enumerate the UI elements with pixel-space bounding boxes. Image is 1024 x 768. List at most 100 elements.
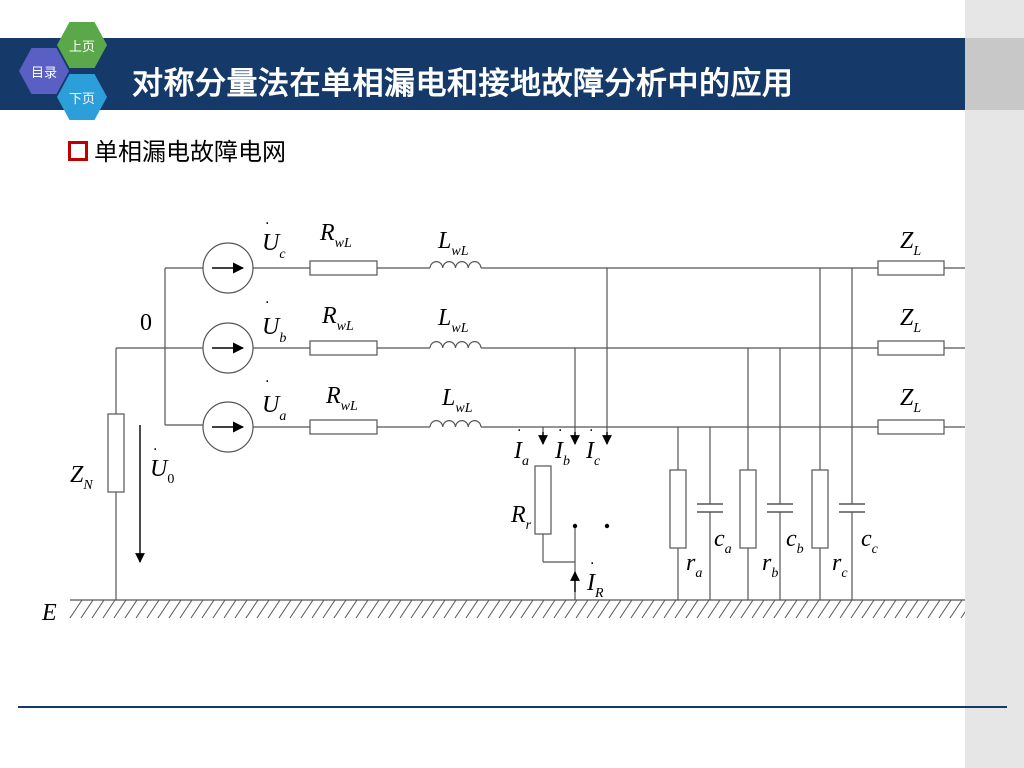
ground-hatch-mark	[399, 599, 413, 619]
ground-hatch-mark	[861, 599, 875, 619]
rwl-a-sub: wL	[341, 399, 358, 414]
ground-hatch-mark	[762, 599, 776, 619]
svg-text:RwL: RwL	[321, 303, 354, 334]
dot-mark: ·	[589, 423, 593, 439]
ra-sub: a	[695, 566, 702, 581]
ground-hatch-mark	[707, 599, 721, 619]
prev-page-button[interactable]: 上页	[57, 22, 107, 68]
ground-hatch-mark	[509, 599, 523, 619]
ground-hatch-mark	[729, 599, 743, 619]
ground-hatch-mark	[487, 599, 501, 619]
switch-contacts	[572, 523, 610, 529]
ground-hatch-mark	[355, 599, 369, 619]
zn-sub: N	[82, 478, 93, 493]
dot-mark: ·	[265, 295, 269, 311]
svg-text:Ib: Ib	[554, 438, 570, 469]
ground-hatch-mark	[256, 599, 270, 619]
ground-hatch-mark	[322, 599, 336, 619]
cc-main: c	[861, 526, 872, 552]
ground-hatch-mark	[795, 599, 809, 619]
svg-text:Ua: Ua	[262, 392, 286, 424]
next-page-button[interactable]: 下页	[57, 74, 107, 120]
svg-text:ZL: ZL	[900, 385, 921, 416]
ub-main: U	[262, 314, 281, 340]
ground-hatch-mark	[872, 599, 886, 619]
ground-hatch-mark	[641, 599, 655, 619]
ra-main: r	[686, 550, 696, 576]
ground-hatch-mark	[564, 599, 578, 619]
svg-text:RwL: RwL	[319, 220, 352, 251]
ua-main: U	[262, 392, 281, 418]
svg-text:rb: rb	[762, 550, 778, 581]
ground-hatch-mark	[597, 599, 611, 619]
zl-a-sub: L	[912, 401, 921, 416]
ground-hatch-mark	[674, 599, 688, 619]
ground-hatch-mark	[498, 599, 512, 619]
ground-hatch-mark	[300, 599, 314, 619]
ground-hatch-mark	[146, 599, 160, 619]
ground-hatch-mark	[91, 599, 105, 619]
zl-b-main: Z	[900, 305, 914, 331]
svg-text:IR: IR	[586, 570, 604, 601]
ground-hatch-mark	[751, 599, 765, 619]
ground-hatch-mark	[850, 599, 864, 619]
ub-sub: b	[279, 331, 286, 346]
svg-text:ca: ca	[714, 526, 732, 557]
dot-mark: ·	[590, 556, 594, 572]
svg-text:rc: rc	[832, 550, 848, 581]
svg-text:LwL: LwL	[437, 305, 469, 336]
ground-hatch-mark	[157, 599, 171, 619]
circuit-labels: 0 E · Uc RwL LwL ZL · Ub RwL LwL ZL · Ua…	[41, 216, 921, 626]
ground-hatch-mark	[267, 599, 281, 619]
svg-text:ZL: ZL	[900, 305, 921, 336]
ground-hatch-mark	[443, 599, 457, 619]
ground-hatch-mark	[553, 599, 567, 619]
ground-hatch-mark	[531, 599, 545, 619]
ir-sub: R	[594, 586, 604, 601]
ground-hatch-mark	[575, 599, 589, 619]
ground-hatch-mark	[311, 599, 325, 619]
svg-text:LwL: LwL	[437, 228, 469, 259]
svg-text:LwL: LwL	[441, 385, 473, 416]
dot-mark: ·	[558, 423, 562, 439]
ib-sub: b	[563, 454, 570, 469]
svg-text:U0: U0	[150, 456, 174, 487]
ground-hatch-mark	[135, 599, 149, 619]
lwl-c-sub: wL	[451, 244, 468, 259]
fault-current-arrows	[538, 432, 612, 592]
svg-text:Uc: Uc	[262, 230, 286, 262]
ground-hatch-mark	[663, 599, 677, 619]
insulation-resistors	[669, 469, 829, 549]
ground-hatch-mark	[905, 599, 919, 619]
ground-hatch-mark	[69, 599, 83, 619]
lwl-c-main: L	[437, 228, 451, 254]
u0-main: U	[150, 456, 169, 482]
line-resistors	[309, 260, 378, 435]
ground-hatch-mark	[80, 599, 94, 619]
ground-hatch	[69, 599, 965, 619]
load-impedances	[877, 260, 945, 435]
ground-hatch-mark	[333, 599, 347, 619]
ground-hatch-mark	[773, 599, 787, 619]
ground-hatch-mark	[410, 599, 424, 619]
ca-sub: a	[725, 542, 732, 557]
neutral-impedance	[107, 413, 125, 493]
svg-text:ZL: ZL	[900, 228, 921, 259]
ground-label: E	[41, 600, 57, 626]
rb-main: r	[762, 550, 772, 576]
rwl-b-sub: wL	[337, 319, 354, 334]
footer-divider	[18, 706, 1007, 708]
ground-hatch-mark	[828, 599, 842, 619]
section-heading-text: 单相漏电故障电网	[94, 138, 286, 166]
capacitors	[697, 503, 865, 513]
ground-hatch-mark	[454, 599, 468, 619]
dot-mark: ·	[265, 216, 269, 232]
dot-mark: ·	[517, 423, 521, 439]
dot-mark: ·	[153, 442, 157, 458]
ground-hatch-mark	[817, 599, 831, 619]
ground-hatch-mark	[696, 599, 710, 619]
svg-text:Ic: Ic	[585, 438, 601, 469]
ia-main: I	[513, 438, 523, 464]
square-bullet-icon	[68, 141, 88, 161]
ground-hatch-mark	[113, 599, 127, 619]
